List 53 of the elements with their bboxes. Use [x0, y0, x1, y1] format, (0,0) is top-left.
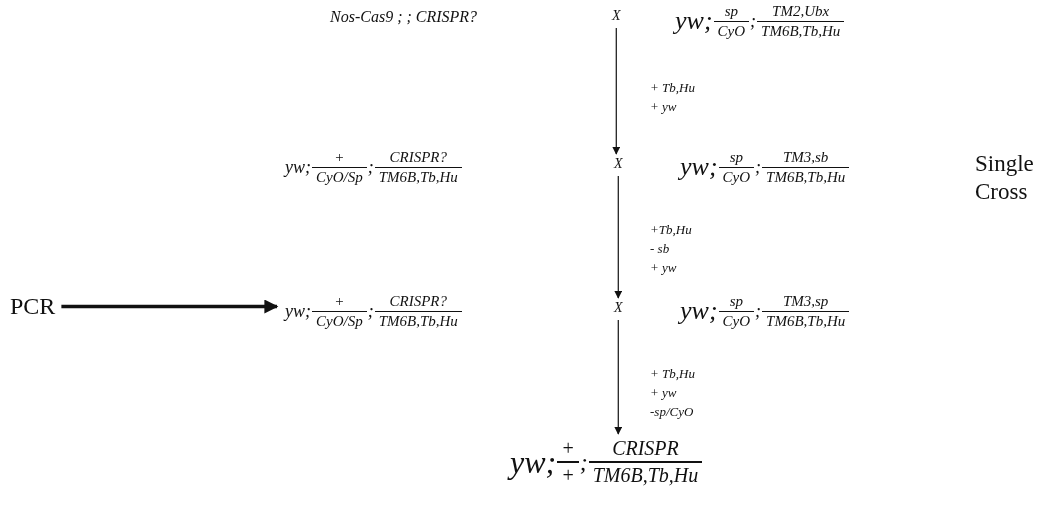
fraction-denominator: CyO/Sp — [315, 167, 364, 187]
fraction-denominator: TM6B,Tb,Hu — [760, 21, 842, 41]
fraction-denominator: TM6B,Tb,Hu — [765, 167, 847, 187]
fraction-numerator: TM2,Ubx — [757, 2, 845, 22]
fraction-numerator: CRISPR? — [374, 148, 462, 168]
fraction-numerator: sp — [713, 2, 750, 22]
arrow — [614, 175, 623, 299]
marker-change-note: + yw — [650, 260, 677, 276]
genotype-text: yw; — [285, 300, 311, 322]
genotype-text: Nos-Cas9 ; ; CRISPR? — [330, 8, 478, 26]
separator: ; — [367, 156, 374, 178]
separator: ; — [750, 10, 757, 32]
fraction-numerator: + — [312, 148, 367, 168]
arrow — [61, 299, 279, 314]
marker-change-note: - sb — [650, 241, 670, 257]
fraction-denominator: CyO — [721, 311, 752, 331]
cross-note: Single Cross — [975, 150, 1035, 206]
fraction-numerator: sp — [718, 148, 755, 168]
fraction-numerator: + — [557, 436, 579, 463]
fraction-denominator: TM6B,Tb,Hu — [765, 311, 847, 331]
marker-change-note: + Tb,Hu — [650, 80, 695, 96]
fraction-denominator: TM6B,Tb,Hu — [377, 311, 459, 331]
arrow — [612, 27, 621, 155]
fraction-numerator: CRISPR? — [374, 292, 462, 312]
marker-change-note: + Tb,Hu — [650, 366, 695, 382]
fraction-denominator: CyO — [721, 167, 752, 187]
fraction-denominator: TM6B,Tb,Hu — [377, 167, 459, 187]
separator: ; — [755, 156, 762, 178]
cross-symbol: X — [614, 156, 623, 172]
arrow — [614, 319, 623, 435]
fraction-numerator: CRISPR — [588, 436, 703, 463]
fraction-denominator: CyO/Sp — [315, 311, 364, 331]
fraction-numerator: TM3,sp — [762, 292, 850, 312]
separator: ; — [755, 300, 762, 322]
genotype-text: yw; — [680, 296, 718, 327]
marker-change-note: + yw — [650, 99, 677, 115]
fraction-denominator: CyO — [716, 21, 747, 41]
genotype-text: yw; — [675, 6, 713, 37]
assay-label: PCR — [10, 293, 56, 320]
fraction-denominator: + — [560, 463, 576, 488]
fraction-numerator: TM3,sb — [762, 148, 850, 168]
genotype-text: yw; — [680, 152, 718, 183]
marker-change-note: -sp/CyO — [650, 404, 694, 420]
separator: ; — [579, 448, 588, 476]
cross-symbol: X — [614, 300, 623, 316]
cross-symbol: X — [612, 8, 621, 24]
genotype-text: yw; — [285, 156, 311, 178]
marker-change-note: + yw — [650, 385, 677, 401]
fraction-numerator: + — [312, 292, 367, 312]
fraction-numerator: sp — [718, 292, 755, 312]
marker-change-note: +Tb,Hu — [650, 222, 692, 238]
separator: ; — [367, 300, 374, 322]
fraction-denominator: TM6B,Tb,Hu — [591, 463, 700, 488]
